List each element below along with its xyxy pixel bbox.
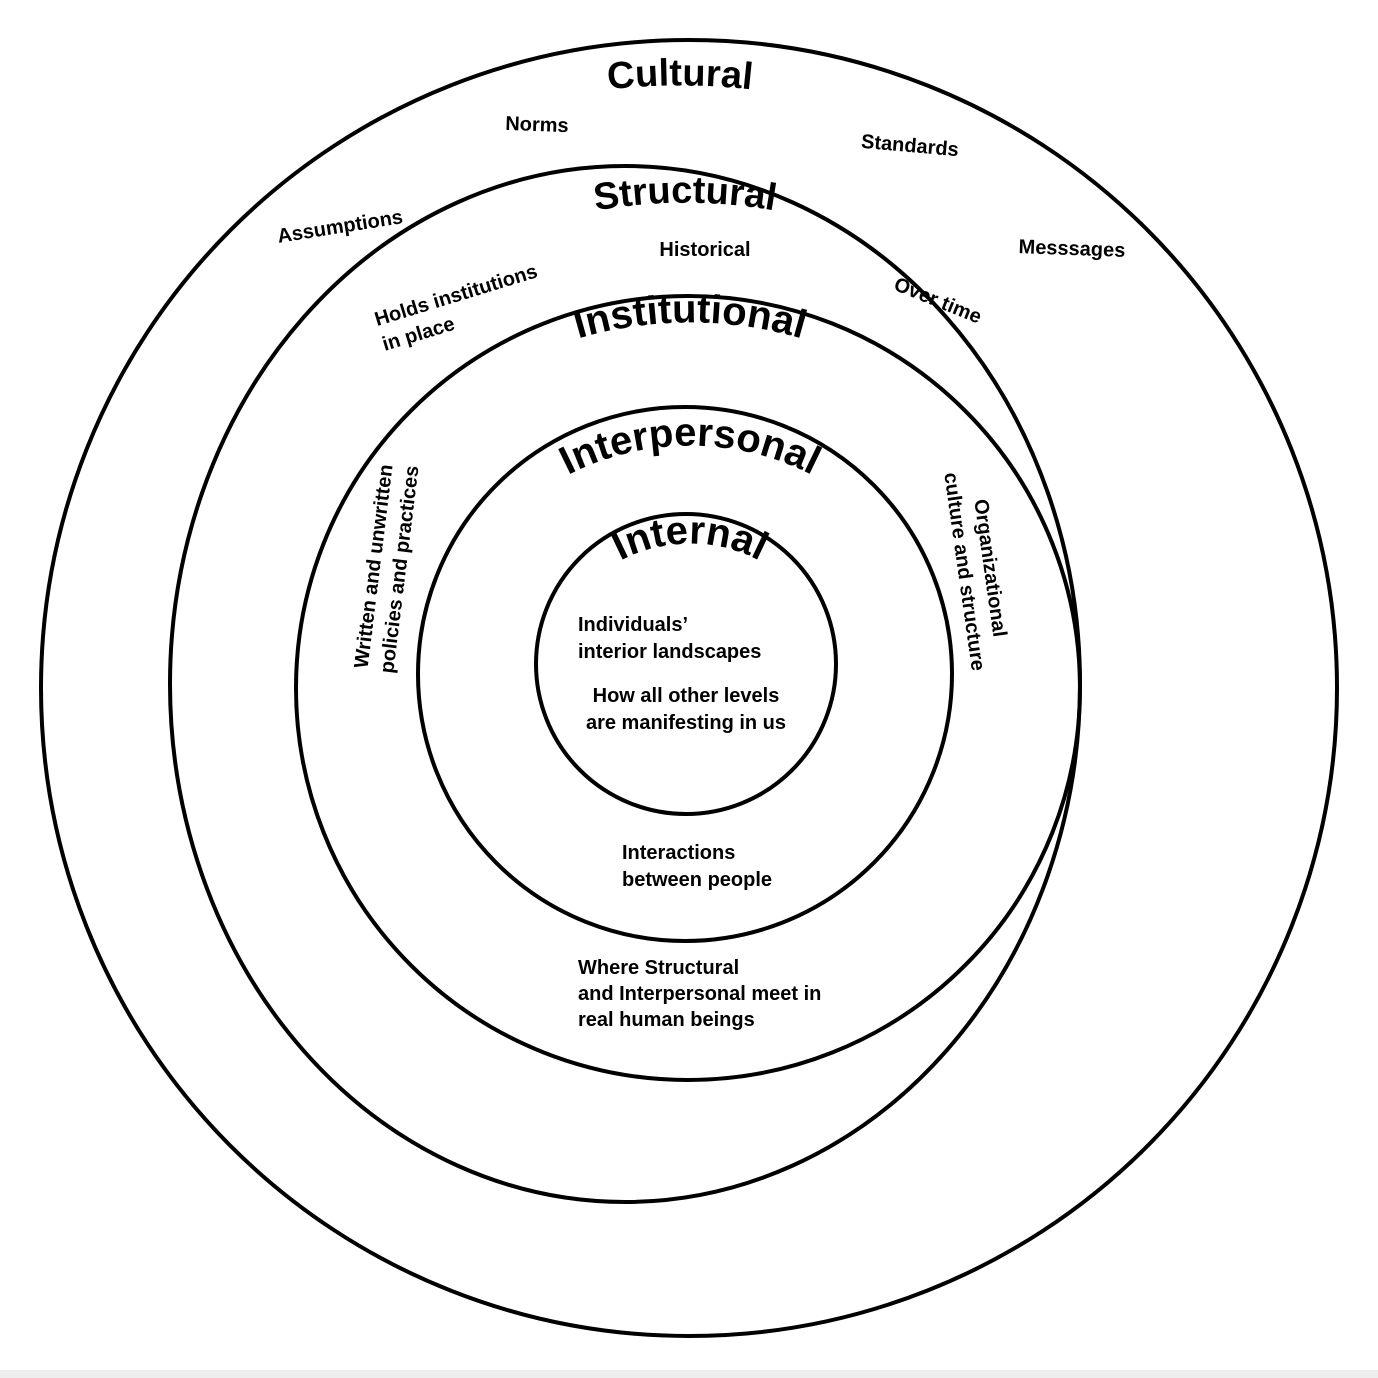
svg-text:real human beings: real human beings	[578, 1009, 755, 1031]
holds-institutions-note: Holds institutions in place	[372, 261, 540, 356]
historical-label: Historical	[659, 239, 750, 261]
norms-label: Norms	[505, 113, 569, 137]
standards-label: Standards	[860, 131, 959, 161]
over-time-label: Over time	[891, 273, 985, 328]
structural-title: Structural	[591, 170, 780, 220]
svg-text:and Interpersonal meet in: and Interpersonal meet in	[578, 983, 821, 1005]
internal-ring	[534, 512, 838, 816]
svg-text:Individuals’: Individuals’	[578, 614, 688, 636]
interactions-note: Interactions between people	[622, 842, 772, 891]
messages-label: Messsages	[1018, 236, 1125, 262]
svg-text:between people: between people	[622, 869, 772, 891]
structural-interpersonal-meet-note: Where Structural and Interpersonal meet …	[578, 957, 821, 1031]
policies-practices-note: Written and unwritten policies and pract…	[351, 463, 424, 674]
svg-text:Holds institutions: Holds institutions	[372, 261, 540, 331]
cultural-title: Cultural	[605, 52, 755, 98]
cultural-ring	[39, 38, 1339, 1338]
internal-title: Internal	[605, 508, 775, 568]
svg-text:are manifesting in us: are manifesting in us	[586, 712, 786, 734]
interpersonal-ring	[416, 405, 954, 943]
institutional-title: Institutional	[569, 287, 812, 347]
svg-text:Where Structural: Where Structural	[578, 957, 739, 979]
svg-text:interior landscapes: interior landscapes	[578, 641, 761, 663]
interior-landscapes-note: Individuals’ interior landscapes	[578, 614, 761, 663]
svg-text:How all other levels: How all other levels	[593, 685, 780, 707]
bottom-divider	[0, 1370, 1378, 1378]
institutional-ring	[294, 294, 1082, 1082]
manifesting-note: How all other levels are manifesting in …	[586, 685, 786, 734]
svg-text:Interactions: Interactions	[622, 842, 735, 864]
